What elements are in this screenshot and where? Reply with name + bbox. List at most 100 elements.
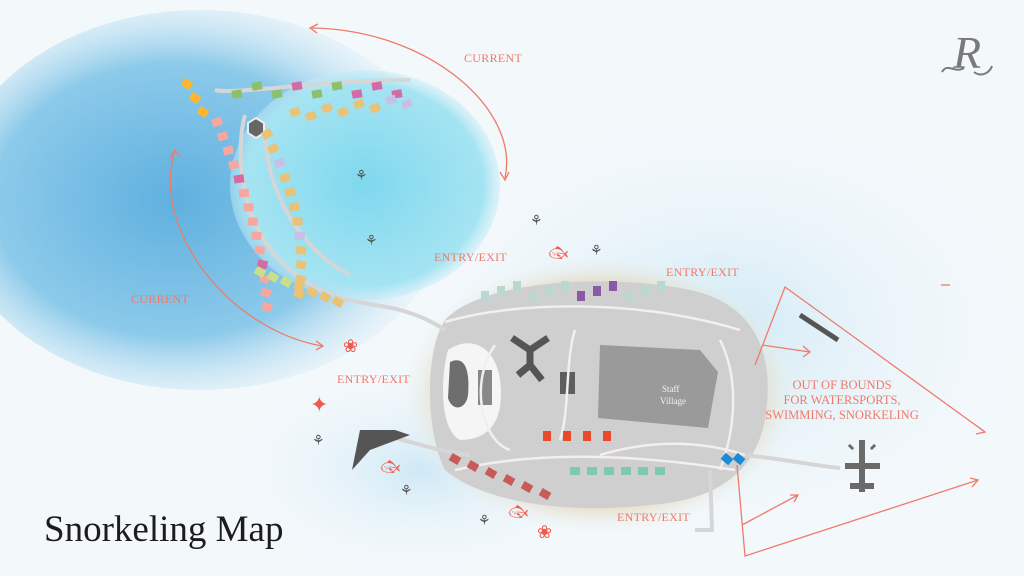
villa [253,266,267,278]
villa [371,81,383,91]
out-of-bounds-notice: OUT OF BOUNDS FOR WATERSPORTS, SWIMMING,… [752,378,932,423]
villa [251,81,263,91]
villa [563,431,571,441]
villa [545,286,553,296]
villa [295,245,307,255]
villa [305,286,319,298]
turtle-icon: ❀ [343,336,358,357]
villa [288,106,302,118]
villa [625,291,633,301]
current-label: CURRENT [131,292,190,306]
villa [180,78,194,90]
villa [284,187,296,198]
current-arrows [169,23,510,351]
villa [295,260,307,270]
oob-line: SWIMMING, SNORKELING [765,408,919,422]
villa [188,92,202,104]
villa [732,452,746,466]
villa [466,460,480,472]
villa [251,231,262,241]
staff-village-label: Staff [662,384,679,394]
villa [657,281,665,291]
villa [216,130,229,142]
villa [336,106,350,118]
coral-icon: ⚘ [400,483,413,499]
staff-village-label: Village [660,396,686,406]
villa [311,89,323,99]
monogram-logo: R [941,27,993,78]
villa [279,276,293,288]
villa [593,286,601,296]
villa [351,89,363,99]
villa [352,98,366,110]
villa [294,231,305,240]
villa [331,81,343,91]
villa [320,102,334,114]
coral-icon: ⚘ [365,233,378,249]
lagoon [230,70,500,300]
villa [260,287,273,299]
villa [529,291,537,301]
villa [243,203,254,212]
fish-icon: 🐟︎ [548,243,568,262]
villa [502,474,516,486]
villa [247,217,258,226]
villa [292,217,303,226]
villa [484,467,498,479]
villa [288,202,300,212]
villa [368,102,382,114]
coral-icon: ⚘ [355,168,368,184]
villa [291,81,303,91]
turtle-icon: ❀ [537,522,552,543]
villa [260,128,274,140]
fish-icon: 🐟︎ [508,502,528,521]
villa [543,431,551,441]
villa [604,467,614,475]
villa [222,145,235,156]
villa [448,453,462,465]
entry-exit-label: ENTRY/EXIT [666,265,739,279]
oob-line: OUT OF BOUNDS [792,378,892,392]
villa [513,281,521,291]
villa [720,452,734,466]
villa [254,245,266,255]
villa [538,488,552,500]
villa [570,467,580,475]
jetty-walkways [214,78,841,532]
villa [609,281,617,291]
hexagon-pavilion [247,116,265,140]
villa [384,94,398,106]
villa [587,467,597,475]
villa [231,89,243,99]
villa [228,159,240,170]
staff-village-block [598,345,718,428]
villa [260,301,274,313]
villa [641,286,649,296]
villa [238,188,250,198]
seaplane-icon [845,440,880,492]
villa [256,259,269,270]
map-title: Snorkeling Map [44,509,284,550]
villa [655,467,665,475]
villa [497,286,505,296]
villa [331,296,345,308]
entry-exit-label: ENTRY/EXIT [617,510,690,524]
villa [304,110,318,122]
villa [273,157,286,169]
villa [279,172,291,183]
villa [267,142,280,155]
villa [271,89,283,99]
villa [638,467,648,475]
coral-icon: ⚘ [312,433,325,449]
main-building [510,335,550,383]
villa [583,431,591,441]
coral-icon: ⚘ [590,243,603,259]
fish-icon: 🐟︎ [380,457,400,476]
marine-life: 🐟︎🐟︎🐟︎❀❀✦⚘⚘⚘⚘⚘⚘⚘ [310,168,603,543]
villa [233,174,245,184]
villa [400,98,414,110]
entry-exit-label: ENTRY/EXIT [337,372,410,386]
out-of-bounds-lines [736,284,987,557]
villa [481,291,489,301]
